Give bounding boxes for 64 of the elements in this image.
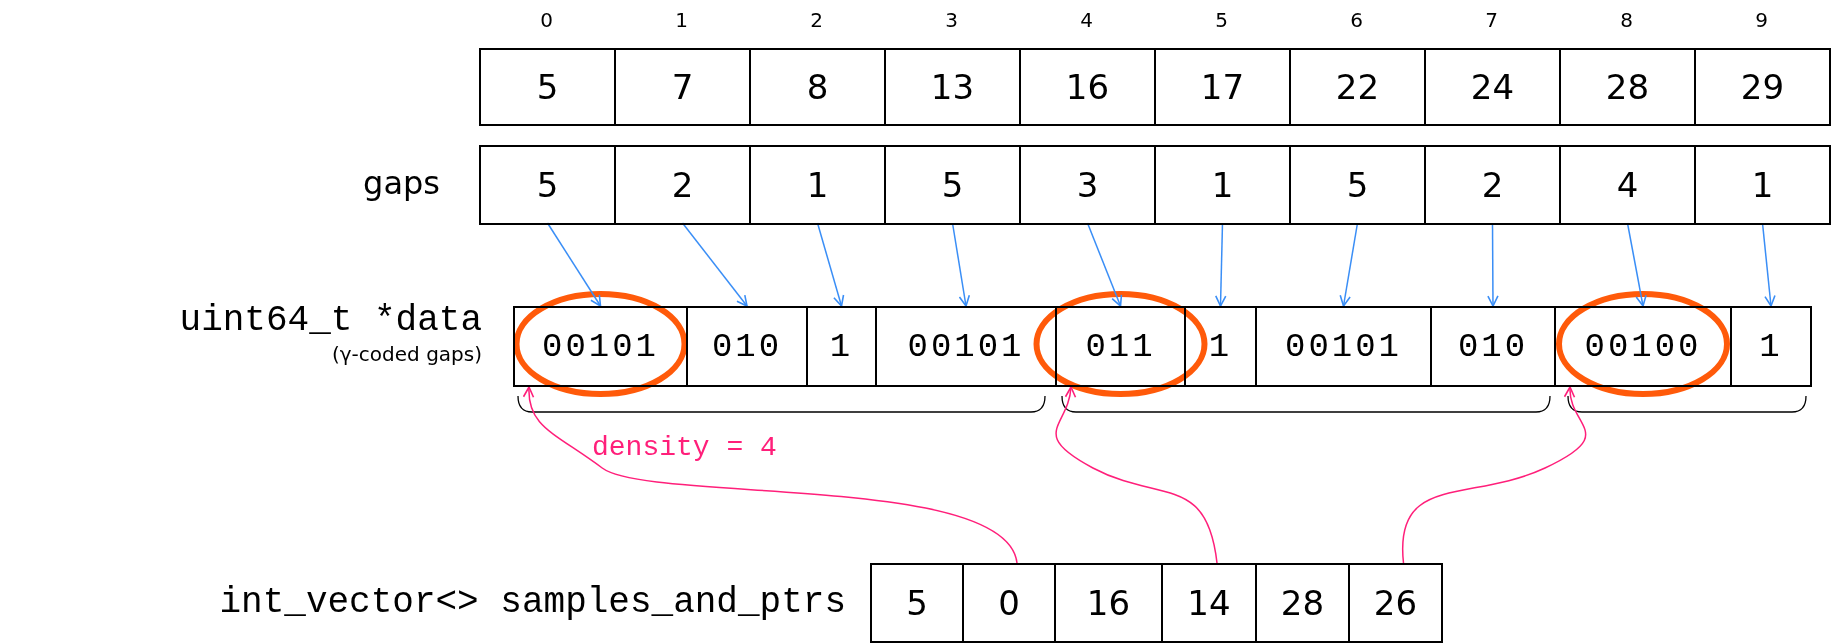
index-number: 1 — [675, 8, 688, 32]
code-cell: 1 — [806, 306, 877, 387]
gap-cell: 2 — [614, 145, 751, 225]
index-number: 0 — [540, 8, 553, 32]
gap-cell: 1 — [749, 145, 886, 225]
value-cell: 8 — [749, 48, 886, 126]
sample-cell: 28 — [1255, 563, 1350, 643]
arrow — [681, 222, 748, 307]
arrow — [951, 222, 971, 307]
arrow — [1626, 222, 1647, 307]
value-cell: 29 — [1694, 48, 1831, 126]
gap-cell: 5 — [1289, 145, 1426, 225]
code-cell: 00101 — [513, 306, 688, 387]
index-number: 2 — [810, 8, 823, 32]
code-cell: 1 — [1184, 306, 1257, 387]
gap-cell: 1 — [1694, 145, 1831, 225]
code-cell: 00101 — [1255, 306, 1432, 387]
gap-cell: 5 — [884, 145, 1021, 225]
arrow — [1214, 222, 1227, 307]
arrow — [546, 222, 602, 307]
sample-cell: 16 — [1054, 563, 1163, 643]
code-cell: 010 — [1430, 306, 1556, 387]
array-label: int_vector<> samples_and_ptrs — [219, 582, 846, 623]
value-cell: 7 — [614, 48, 751, 126]
index-number: 6 — [1350, 8, 1363, 32]
index-number: 7 — [1485, 8, 1498, 32]
index-number: 3 — [945, 8, 958, 32]
arrow — [1487, 222, 1499, 307]
arrow — [816, 222, 845, 307]
row-label: gaps — [363, 164, 440, 202]
index-number: 9 — [1755, 8, 1768, 32]
code-cell: 011 — [1055, 306, 1186, 387]
gap-cell: 2 — [1424, 145, 1561, 225]
arrow — [1055, 386, 1218, 564]
arrow — [523, 386, 1018, 564]
code-cell: 010 — [686, 306, 808, 387]
parameter-label: density = 4 — [592, 432, 777, 463]
array-label: uint64_t *data — [179, 300, 482, 341]
value-cell: 24 — [1424, 48, 1561, 126]
arrow — [1339, 222, 1359, 307]
value-cell: 13 — [884, 48, 1021, 126]
value-cell: 16 — [1019, 48, 1156, 126]
value-cell: 28 — [1559, 48, 1696, 126]
index-number: 4 — [1080, 8, 1093, 32]
code-cell: 00101 — [875, 306, 1057, 387]
value-cell: 22 — [1289, 48, 1426, 126]
arrow — [1761, 222, 1776, 307]
gap-cell: 1 — [1154, 145, 1291, 225]
sample-cell: 26 — [1348, 563, 1443, 643]
arrow — [1402, 386, 1587, 564]
annotation: (γ-coded gaps) — [332, 342, 482, 366]
value-cell: 5 — [479, 48, 616, 126]
code-cell: 1 — [1730, 306, 1812, 387]
gap-cell: 3 — [1019, 145, 1156, 225]
code-cell: 00100 — [1554, 306, 1732, 387]
sample-cell: 5 — [870, 563, 964, 643]
arrow — [1086, 222, 1123, 307]
gap-cell: 5 — [479, 145, 616, 225]
gap-cell: 4 — [1559, 145, 1696, 225]
value-cell: 17 — [1154, 48, 1291, 126]
sample-cell: 14 — [1161, 563, 1257, 643]
sample-cell: 0 — [962, 563, 1056, 643]
index-number: 8 — [1620, 8, 1633, 32]
index-number: 5 — [1215, 8, 1228, 32]
